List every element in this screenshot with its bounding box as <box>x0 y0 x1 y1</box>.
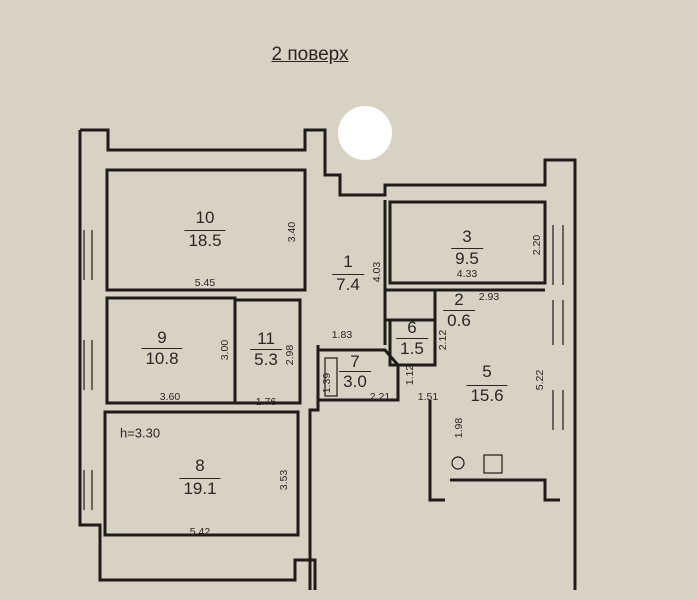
room-10-area: 18.5 <box>184 230 226 250</box>
room-5-area: 15.6 <box>466 385 508 405</box>
room-8-number: 8 <box>195 456 205 475</box>
room-9-number: 9 <box>157 328 167 347</box>
redaction-circle <box>338 106 392 160</box>
dim-label: 2.98 <box>284 344 296 366</box>
plan-title: 2 поверх <box>271 44 349 65</box>
dim-label: 2.21 <box>369 391 391 403</box>
dim-label: 5.42 <box>189 526 211 538</box>
room-11-number: 11 <box>257 329 275 348</box>
room-8-area: 19.1 <box>179 478 221 498</box>
room-1-area: 7.4 <box>332 274 364 294</box>
dim-label: 1.12 <box>404 364 416 386</box>
dim-label: 2.12 <box>437 329 449 351</box>
dim-label: 1.98 <box>453 417 465 439</box>
dim-label: 3.40 <box>286 221 298 243</box>
dim-label: 4.33 <box>456 268 478 280</box>
room-10-number: 10 <box>195 208 215 227</box>
dim-label: 4.03 <box>371 261 383 283</box>
dim-label: 5.45 <box>194 277 216 289</box>
dim-label: 2.20 <box>531 234 543 256</box>
room-3-area: 9.5 <box>451 248 483 268</box>
dim-label: 5.22 <box>534 369 546 391</box>
room-6-area: 1.5 <box>396 338 428 358</box>
room-9-area: 10.8 <box>141 348 183 368</box>
room-6-number: 6 <box>407 318 417 337</box>
room-2-number: 2 <box>454 290 464 309</box>
dim-label: 1.51 <box>417 391 439 403</box>
room-3-number: 3 <box>462 227 472 246</box>
dim-label: 3.00 <box>219 339 231 361</box>
room-7-number: 7 <box>350 352 360 371</box>
ceiling-height: h=3.30 <box>119 425 161 441</box>
dim-label: 1.76 <box>255 396 277 408</box>
room-11-area: 5.3 <box>250 349 282 369</box>
room-2-area: 0.6 <box>443 310 475 330</box>
room-1-number: 1 <box>343 252 353 271</box>
room-5-number: 5 <box>482 362 492 381</box>
dim-label: 3.60 <box>159 391 181 403</box>
room-7-area: 3.0 <box>339 371 371 391</box>
dim-label: 1.39 <box>321 372 333 394</box>
dim-label: 1.83 <box>331 329 353 341</box>
dim-label: 2.93 <box>478 291 500 303</box>
dim-label: 3.53 <box>278 469 290 491</box>
